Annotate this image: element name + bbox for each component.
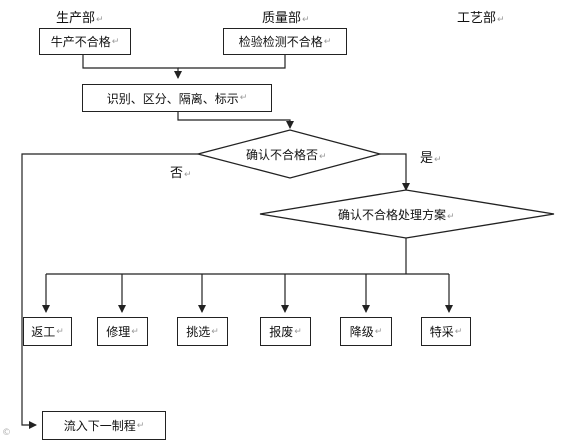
- box-inspection-nonconforming: 检验检测不合格↵: [223, 28, 347, 55]
- decision-confirm-plan-shape: [259, 189, 555, 239]
- connector-quality-to-merge: [178, 55, 286, 69]
- connector-no: [21, 153, 198, 429]
- connector-yes: [380, 153, 410, 191]
- header-production: 生产部↵: [56, 11, 104, 26]
- box-special-acceptance: 特采↵: [421, 317, 471, 346]
- box-next-process: 流入下一制程↵: [42, 411, 166, 440]
- box-scrap: 报废↵: [260, 317, 311, 346]
- header-quality: 质量部↵: [262, 11, 310, 26]
- box-repair: 修理↵: [97, 317, 148, 346]
- box-rework: 返工↵: [23, 317, 72, 346]
- connector-identify-to-confirm: [177, 112, 294, 129]
- edge-label-no: 否↵: [170, 166, 192, 181]
- decision-confirm-plan: 确认不合格处理方案↵: [338, 208, 455, 222]
- decision-confirm-nonconforming: 确认不合格否↵: [246, 148, 327, 162]
- box-downgrade: 降级↵: [340, 317, 392, 346]
- watermark: ©: [2, 428, 11, 438]
- decision-confirm-nonconforming-shape: [195, 129, 383, 179]
- box-sorting: 挑选↵: [177, 317, 228, 346]
- connector-production-to-merge: [82, 55, 182, 79]
- box-identify-isolate: 识别、区分、隔离、标示↵: [82, 84, 272, 112]
- header-process: 工艺部↵: [457, 11, 505, 26]
- edge-label-yes: 是↵: [420, 151, 442, 166]
- box-production-nonconforming: 牛产不合格↵: [39, 28, 131, 55]
